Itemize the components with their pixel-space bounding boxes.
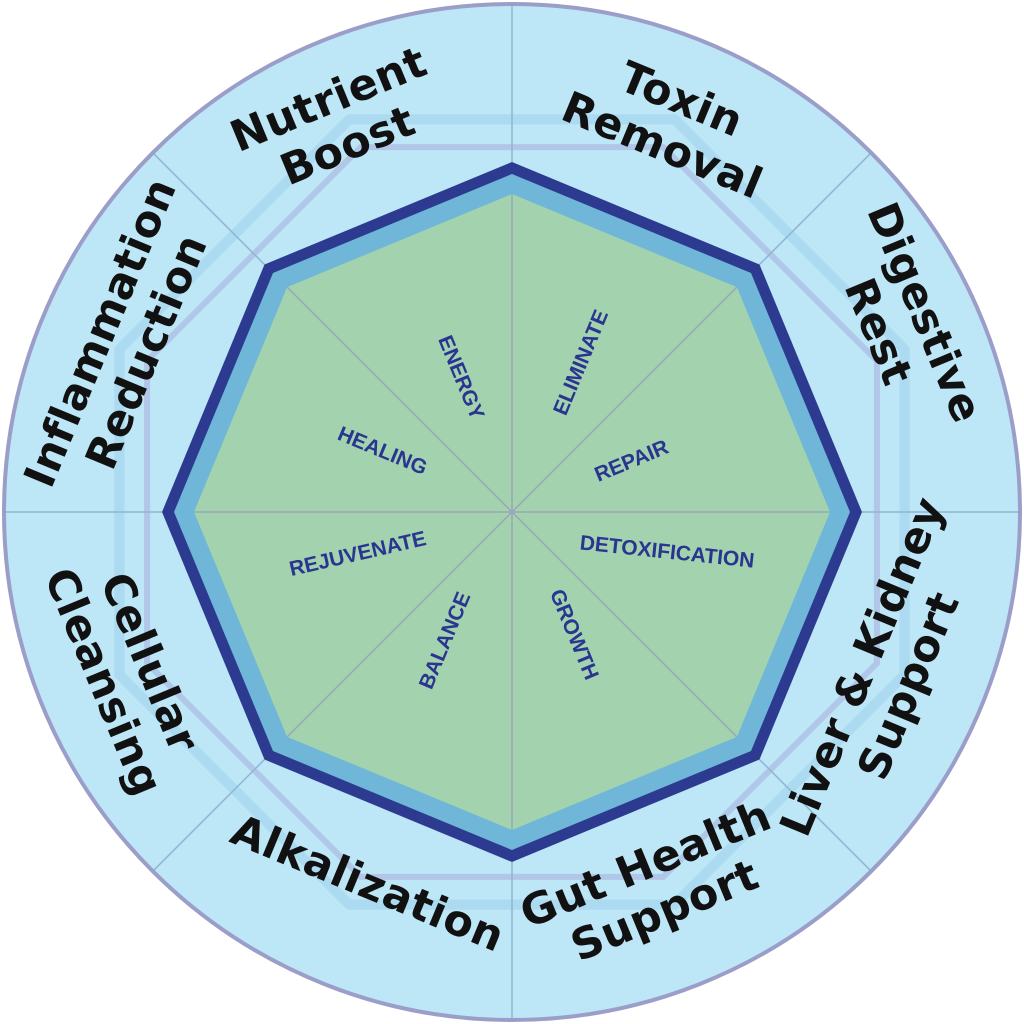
inner-divider-line bbox=[286, 286, 513, 513]
outer-divider-line bbox=[758, 153, 871, 266]
inner-divider-line bbox=[286, 511, 513, 738]
inner-divider-line bbox=[511, 511, 738, 738]
outer-segment-dividers bbox=[6, 6, 1018, 1018]
outer-divider-line bbox=[758, 758, 871, 871]
inner-segment-dividers bbox=[194, 194, 830, 830]
outer-rotated-octagon-band bbox=[114, 114, 910, 910]
inner-divider-line bbox=[511, 286, 738, 513]
inner-rotated-octagon-band bbox=[144, 144, 880, 880]
outer-divider-line bbox=[153, 153, 266, 266]
outer-divider-line bbox=[153, 758, 266, 871]
